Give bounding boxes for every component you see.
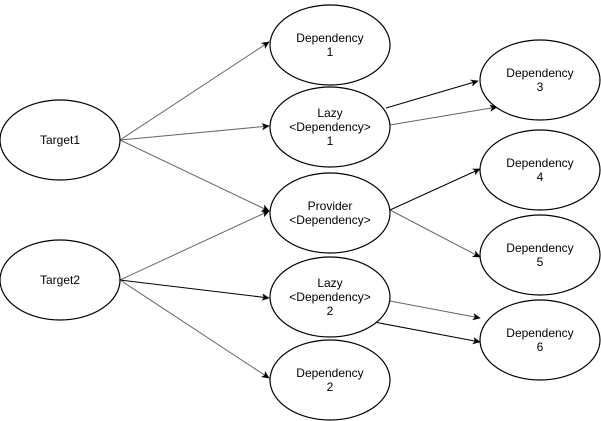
node-target2-label-line: Target2 <box>40 273 80 287</box>
node-dep3-shape <box>479 39 601 121</box>
node-lazy2-label-line: 2 <box>327 304 334 318</box>
node-target1-shape <box>0 99 121 181</box>
node-provider: Provider<Dependency> <box>269 172 391 254</box>
node-lazy2-label-line: Lazy <box>317 276 342 290</box>
node-provider-shape <box>269 172 391 254</box>
edge-lazy1-to-dep3 <box>389 104 498 126</box>
nodes: Target1Target2Dependency1Lazy<Dependency… <box>0 4 601 421</box>
node-lazy1-label-line: <Dependency> <box>289 120 370 134</box>
node-dep6-label-line: Dependency <box>506 326 573 340</box>
edge-provider-to-dep5 <box>389 209 481 258</box>
edge-lazy1-to-dep3 <box>385 79 479 109</box>
edge-lazy2-to-dep6 <box>389 300 481 321</box>
node-lazy2-shape <box>269 256 391 338</box>
node-dep6-label-line: 6 <box>537 340 544 354</box>
node-dep2-shape <box>269 339 391 421</box>
node-dep5-label-line: 5 <box>537 255 544 269</box>
node-dep6-shape <box>479 299 601 381</box>
node-dep5-shape <box>479 214 601 296</box>
node-provider-label-line: Provider <box>308 199 353 213</box>
node-dep4-label-line: Dependency <box>506 156 573 170</box>
node-dep1-label-line: Dependency <box>296 31 363 45</box>
node-dep1-label-line: 1 <box>327 45 334 59</box>
node-lazy2-label-line: <Dependency> <box>289 290 370 304</box>
node-lazy1-shape <box>269 86 391 168</box>
node-dep4-shape <box>479 129 601 211</box>
node-target2: Target2 <box>0 239 121 321</box>
node-target1: Target1 <box>0 99 121 181</box>
edge-target1-to-lazy1 <box>119 123 270 141</box>
edge-target2-to-dep2 <box>119 279 270 379</box>
node-provider-label-line: <Dependency> <box>289 213 370 227</box>
node-dep1-shape <box>269 4 391 86</box>
edge-target1-to-provider <box>119 139 270 212</box>
node-dep5-label-line: Dependency <box>506 241 573 255</box>
edge-target1-to-dep1 <box>119 41 270 141</box>
node-dep2-label-line: Dependency <box>296 366 363 380</box>
edge-target2-to-lazy2 <box>119 279 270 301</box>
node-lazy1-label-line: Lazy <box>317 106 342 120</box>
edges <box>119 41 498 379</box>
edge-target2-to-provider <box>119 210 270 281</box>
node-dep3-label-line: 3 <box>537 80 544 94</box>
edge-lazy2-to-dep6 <box>373 321 481 345</box>
node-dep2-label-line: 2 <box>327 380 334 394</box>
node-lazy2: Lazy<Dependency>2 <box>269 256 391 338</box>
node-lazy1-label-line: 1 <box>327 134 334 148</box>
edge-provider-to-dep4 <box>389 168 481 211</box>
node-lazy1: Lazy<Dependency>1 <box>269 86 391 168</box>
node-target1-label-line: Target1 <box>40 133 80 147</box>
node-dep4-label-line: 4 <box>537 170 544 184</box>
node-dep3-label-line: Dependency <box>506 66 573 80</box>
node-target2-shape <box>0 239 121 321</box>
